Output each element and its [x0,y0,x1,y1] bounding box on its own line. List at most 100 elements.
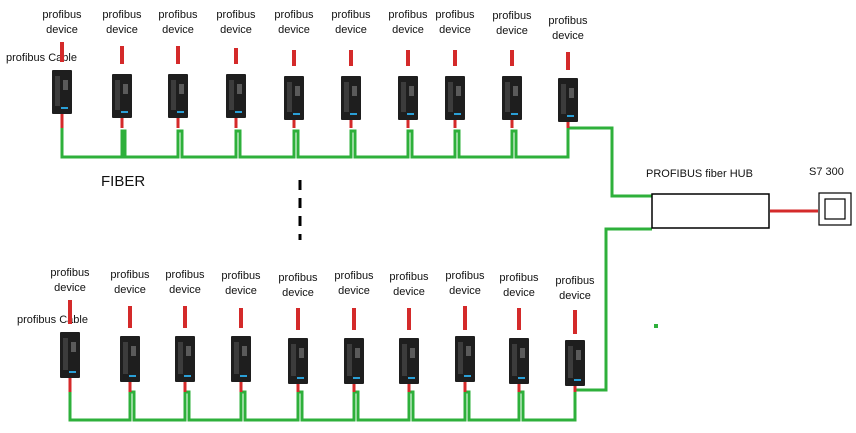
profibus-device: profibus device [50,267,90,392]
device-panel-detail [171,80,176,110]
device-label-line1: profibus [221,270,261,282]
device-status-led [350,113,357,115]
profibus-device: profibus device [221,270,261,392]
device-label-line1: profibus [548,15,588,27]
profibus-device: profibus device [274,9,314,128]
profibus-device: profibus device [492,10,532,128]
device-label-line2: device [114,284,146,296]
device-label-line2: device [46,24,78,36]
device-panel-detail [178,342,183,374]
device-label-line1: profibus [499,272,539,284]
device-panel-detail [115,80,120,110]
device-label-line2: device [503,287,535,299]
device-connector-detail [513,86,518,96]
device-panel-detail [512,344,517,376]
device-status-led [574,379,581,381]
device-label-line2: device [54,282,86,294]
profibus-device: profibus device [435,9,475,128]
device-panel-detail [63,338,68,370]
device-label-line2: device [169,284,201,296]
device-panel-detail [448,82,453,112]
device-connector-detail [410,348,415,358]
device-label-line2: device [449,285,481,297]
device-status-led [235,111,242,113]
device-connector-detail [179,84,184,94]
hub-label: PROFIBUS fiber HUB [646,168,753,180]
profibus-device: profibus device [445,270,485,392]
device-label-line1: profibus [388,9,428,21]
device-label-line1: profibus [274,9,314,21]
device-status-led [567,115,574,117]
device-label-line2: device [106,24,138,36]
device-status-led [454,113,461,115]
device-label-line1: profibus [50,267,90,279]
device-label-line2: device [496,25,528,37]
device-label-line1: profibus [165,269,205,281]
device-status-led [121,111,128,113]
top-device-row: profibus device profibus device profibus devi… [42,9,588,128]
device-panel-detail [458,342,463,374]
device-label-line1: profibus [445,270,485,282]
device-panel-detail [401,82,406,112]
device-label-line1: profibus [435,9,475,21]
device-panel-detail [505,82,510,112]
device-label-line1: profibus [278,272,318,284]
device-connector-detail [466,346,471,356]
device-status-led [407,113,414,115]
device-label-line1: profibus [331,9,371,21]
plc-label: S7 300 [809,166,844,178]
device-status-led [129,375,136,377]
device-label-line1: profibus [334,270,374,282]
profibus-device: profibus device [331,9,371,128]
fiber-label: FIBER [101,173,145,190]
device-label-line2: device [559,290,591,302]
device-connector-detail [131,346,136,356]
device-label-line1: profibus [216,9,256,21]
s7-300-plc-icon [818,192,852,226]
device-label-line2: device [278,24,310,36]
device-label-line2: device [335,24,367,36]
bottom-fiber-bus [68,227,652,422]
device-label-line2: device [439,24,471,36]
device-status-led [511,113,518,115]
device-status-led [297,377,304,379]
device-status-led [61,107,68,109]
top-fiber-bus [60,126,652,198]
profibus-fiber-hub [651,193,770,229]
device-connector-detail [576,350,581,360]
device-label-line2: device [552,30,584,42]
device-panel-detail [347,344,352,376]
device-label-line2: device [393,286,425,298]
device-label-line1: profibus [158,9,198,21]
device-status-led [518,377,525,379]
device-panel-detail [229,80,234,110]
device-panel-detail [234,342,239,374]
device-label-line1: profibus [492,10,532,22]
device-label-line1: profibus [42,9,82,21]
device-connector-detail [520,348,525,358]
device-connector-detail [409,86,414,96]
cable-label-top: profibus Cable [6,52,77,64]
device-panel-detail [287,82,292,112]
device-panel-detail [55,76,60,106]
device-connector-detail [352,86,357,96]
s7-300-plc-inner [824,198,846,220]
device-label-line2: device [225,285,257,297]
device-status-led [353,377,360,379]
device-panel-detail [344,82,349,112]
device-panel-detail [123,342,128,374]
device-connector-detail [237,84,242,94]
device-status-led [177,111,184,113]
device-connector-detail [123,84,128,94]
device-panel-detail [291,344,296,376]
device-connector-detail [456,86,461,96]
